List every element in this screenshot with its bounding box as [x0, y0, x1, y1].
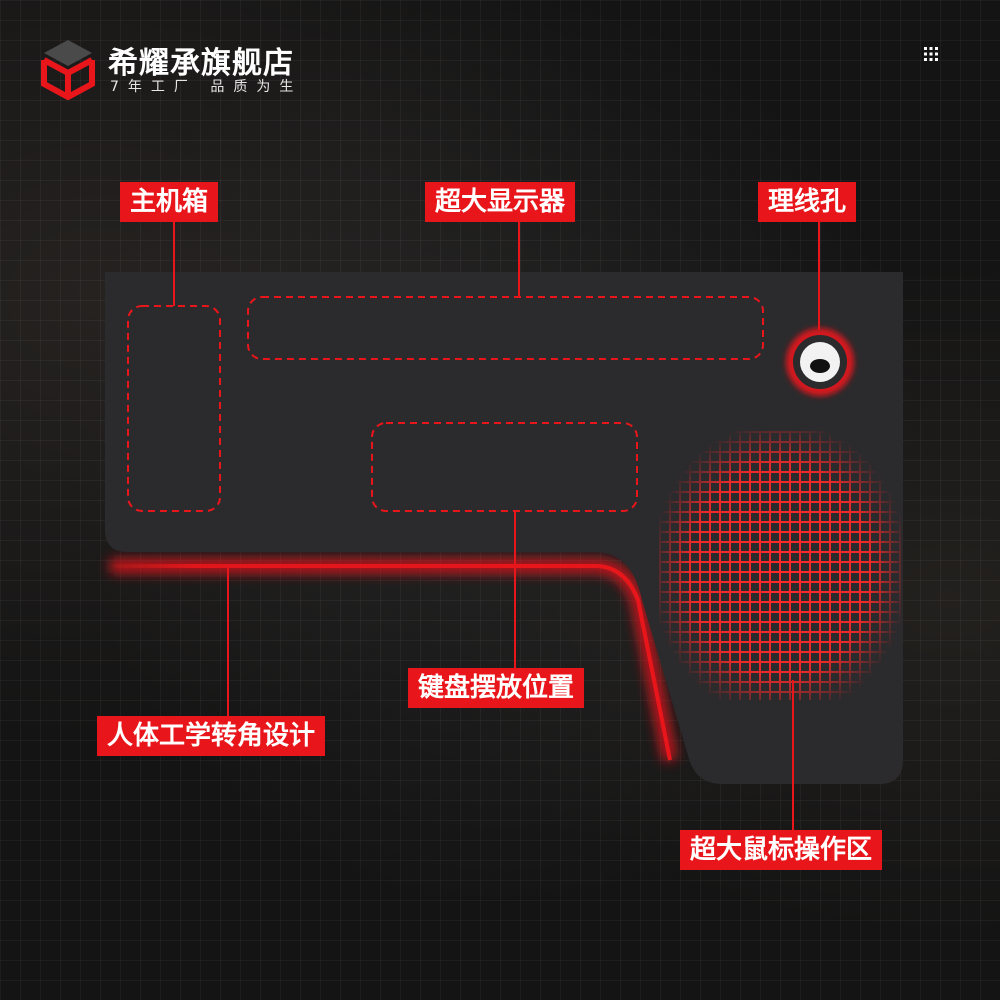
- mouse-area-mesh: [659, 431, 901, 700]
- callout-keyboard-area: 键盘摆放位置: [408, 668, 585, 708]
- desk-surface: [105, 272, 903, 784]
- host-case-zone: [127, 305, 221, 512]
- callout-lines: [173, 222, 820, 830]
- grid-menu-icon[interactable]: [923, 46, 939, 62]
- monitor-zone: [247, 296, 764, 360]
- callout-host-case: 主机箱: [120, 182, 219, 222]
- callout-mouse-area: 超大鼠标操作区: [680, 830, 883, 870]
- callout-cable-hole: 理线孔: [758, 182, 857, 222]
- callout-large-monitor: 超大显示器: [425, 182, 576, 222]
- cube-logo-icon: [41, 40, 95, 100]
- callout-ergonomic-corner: 人体工学转角设计: [97, 716, 326, 756]
- brand-slogan: 7年工厂 品质为生: [110, 79, 303, 95]
- brand-name: 希耀承旗舰店: [108, 46, 294, 81]
- keyboard-zone: [371, 422, 638, 512]
- cable-hole-icon: [786, 328, 854, 396]
- ergonomic-edge-glow: [110, 559, 677, 762]
